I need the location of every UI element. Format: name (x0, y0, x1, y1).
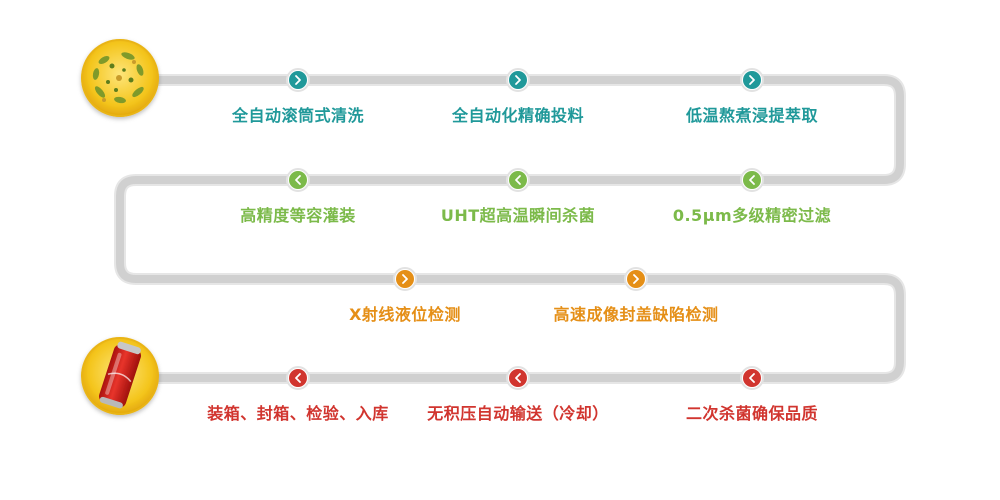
step-label: 0.5μm多级精密过滤 (672, 206, 832, 225)
step-node-chevron-left-icon (740, 366, 764, 390)
step-node-chevron-left-icon (286, 366, 310, 390)
step-label: 高精度等容灌装 (240, 206, 356, 225)
step-node-chevron-right-icon (286, 68, 310, 92)
step-label: 无积压自动输送（冷却） (427, 404, 609, 423)
step-node-chevron-right-icon (624, 267, 648, 291)
red-can-icon (81, 337, 159, 415)
step-label: X射线液位检测 (349, 305, 461, 324)
herb-leaves-icon (81, 39, 159, 117)
step-label: 低温熬煮浸提萃取 (685, 106, 818, 125)
step-node-chevron-left-icon (286, 168, 310, 192)
step-label: 全自动化精确投料 (451, 106, 584, 125)
step-node-chevron-left-icon (506, 168, 530, 192)
step-node-chevron-right-icon (393, 267, 417, 291)
step-label: 全自动滚筒式清洗 (231, 106, 364, 125)
step-node-chevron-right-icon (740, 68, 764, 92)
step-label: UHT超高温瞬间杀菌 (440, 206, 596, 225)
flow-track (114, 74, 906, 384)
step-node-chevron-left-icon (740, 168, 764, 192)
step-label: 二次杀菌确保品质 (685, 404, 818, 423)
step-label: 高速成像封盖缺陷检测 (553, 305, 719, 324)
step-node-chevron-right-icon (506, 68, 530, 92)
step-label: 装箱、封箱、检验、入库 (207, 404, 389, 423)
step-node-chevron-left-icon (506, 366, 530, 390)
